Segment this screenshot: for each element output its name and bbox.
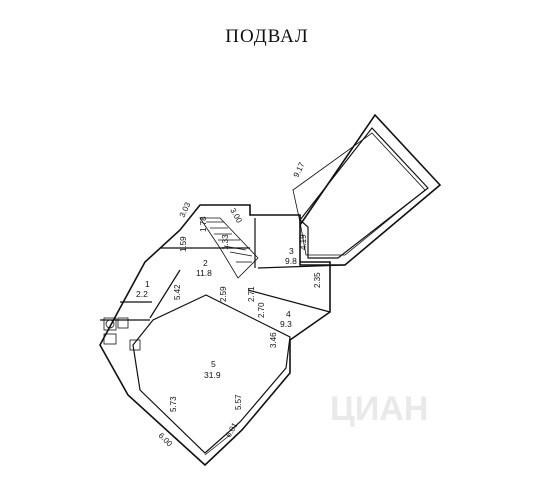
room-5-area: 31.9 [204, 370, 221, 380]
dimension-label: 9.17 [292, 160, 307, 178]
room-5-number: 5 [211, 359, 216, 369]
outer-walls [99, 113, 442, 467]
dimension-label: 5.57 [234, 394, 243, 410]
room-1-number: 1 [145, 279, 150, 289]
stair-label: 1.33 [221, 234, 230, 250]
room-labels: 1 2.2 2 11.8 3 9.8 4 9.3 5 31.9 [136, 246, 297, 380]
room-1-area: 2.2 [136, 289, 148, 299]
room-2-area: 11.8 [196, 268, 212, 278]
dimension-label: 2.70 [257, 302, 266, 318]
dimension-label: 2.35 [313, 272, 322, 288]
stair-label: 1.78 [199, 216, 208, 232]
watermark-text: ЦИАН [330, 390, 428, 428]
dimension-label: 4.19 [299, 234, 308, 250]
room-3-area: 9.8 [285, 256, 297, 266]
dimension-label: 5.42 [173, 284, 182, 300]
dimension-label: 3.46 [269, 332, 278, 348]
room-3-number: 3 [289, 246, 294, 256]
dimension-labels: 9.17 3.03 3.00 4.19 2.35 1.59 5.42 2.59 … [157, 160, 322, 448]
room-4-area: 9.3 [280, 319, 292, 329]
dimension-label: 2.59 [219, 286, 228, 302]
room-4-number: 4 [286, 309, 291, 319]
dimension-label: 2.71 [247, 286, 256, 302]
dimension-label: 1.59 [179, 236, 188, 252]
sanitary-fixtures [103, 317, 141, 351]
page-title: ПОДВАЛ [225, 26, 309, 47]
room-2-number: 2 [203, 258, 208, 268]
staircase [199, 217, 259, 279]
dimension-label: 5.73 [169, 396, 178, 412]
